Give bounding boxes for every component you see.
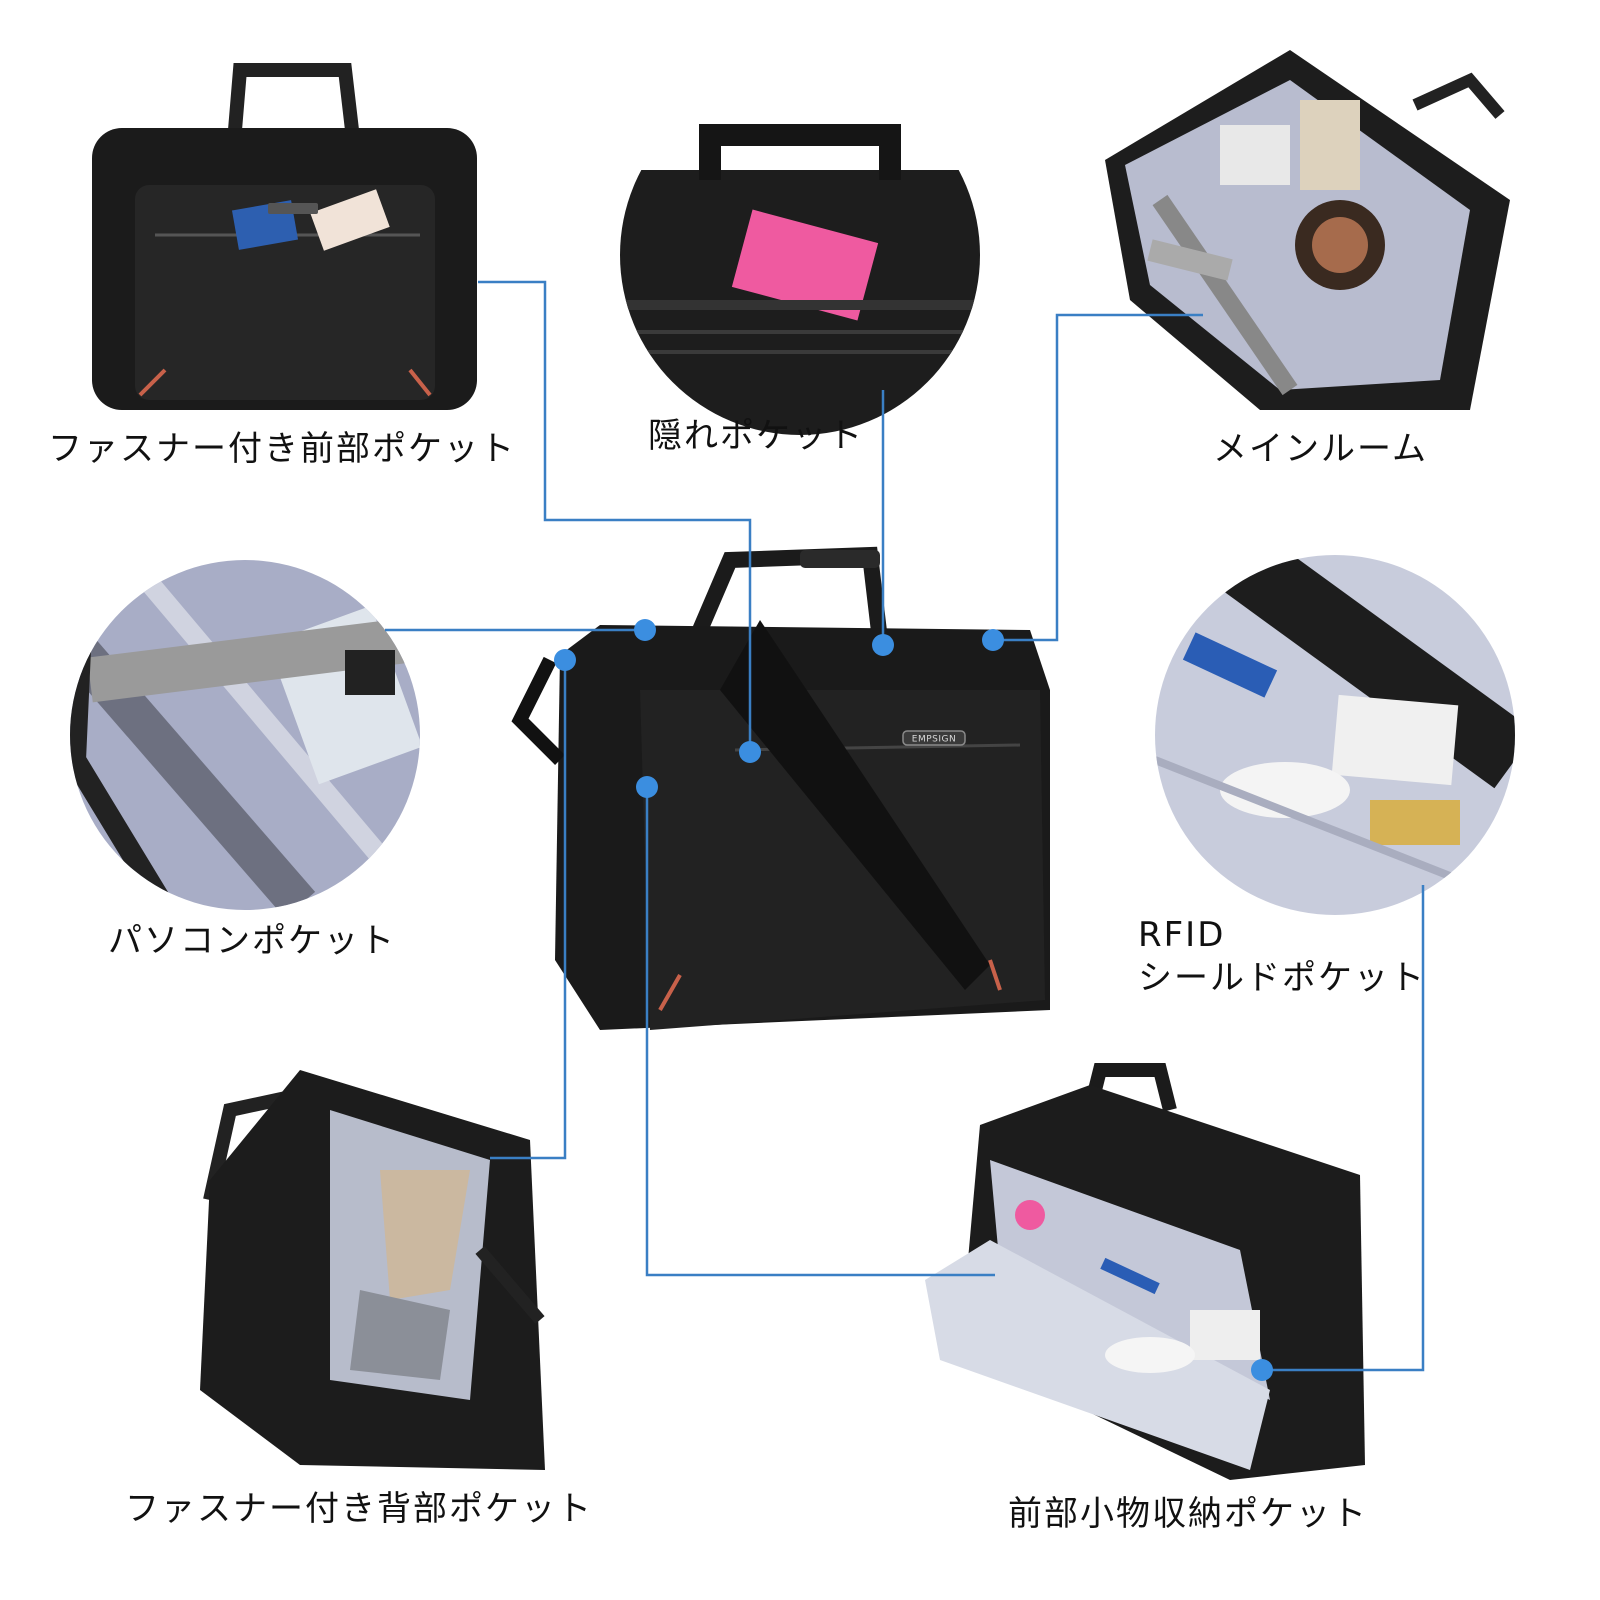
callout-lines bbox=[385, 280, 1425, 1372]
front-pocket-bag-image bbox=[92, 63, 477, 410]
brand-badge bbox=[902, 730, 966, 746]
line-rfid-pocket bbox=[1262, 885, 1425, 1372]
hidden-pocket-image bbox=[620, 75, 980, 435]
brand-badge-small bbox=[268, 203, 318, 214]
brand-name: EMPSIGN bbox=[912, 735, 956, 745]
line-front-small-pocket bbox=[645, 787, 995, 1277]
main-bag-image: EMPSIGN bbox=[511, 546, 1050, 1030]
main-room-bag-image bbox=[1105, 50, 1510, 410]
label-main-room: メインルーム bbox=[1213, 429, 1428, 469]
callout-dots bbox=[554, 619, 1273, 1381]
dot-rfid-pocket bbox=[1251, 1359, 1273, 1381]
dot-hidden-pocket bbox=[872, 634, 894, 656]
dot-front-zip-pocket bbox=[739, 741, 761, 763]
label-front-small-pocket: 前部小物収納ポケット bbox=[1008, 1494, 1368, 1534]
dot-front-small-pocket bbox=[636, 776, 658, 798]
label-rfid-line1: RFID bbox=[1138, 915, 1226, 955]
label-pc-pocket: パソコンポケット bbox=[108, 921, 396, 961]
dot-main-room bbox=[982, 629, 1004, 651]
label-back-zip-pocket: ファスナー付き背部ポケット bbox=[125, 1489, 593, 1529]
label-front-zip-pocket: ファスナー付き前部ポケット bbox=[48, 429, 516, 469]
front-small-pocket-bag-image bbox=[925, 1063, 1365, 1480]
label-hidden-pocket: 隠れポケット bbox=[648, 416, 864, 456]
label-rfid-line2: シールドポケット bbox=[1138, 958, 1426, 998]
line-back-zip-pocket bbox=[490, 660, 567, 1160]
rfid-pocket-image bbox=[1155, 555, 1515, 915]
line-front-zip-pocket bbox=[478, 280, 752, 752]
dot-back-zip-pocket bbox=[554, 649, 576, 671]
back-pocket-bag-image bbox=[200, 1070, 545, 1470]
line-main-room bbox=[993, 313, 1203, 642]
dot-pc-pocket bbox=[634, 619, 656, 641]
pc-pocket-image bbox=[70, 560, 420, 910]
